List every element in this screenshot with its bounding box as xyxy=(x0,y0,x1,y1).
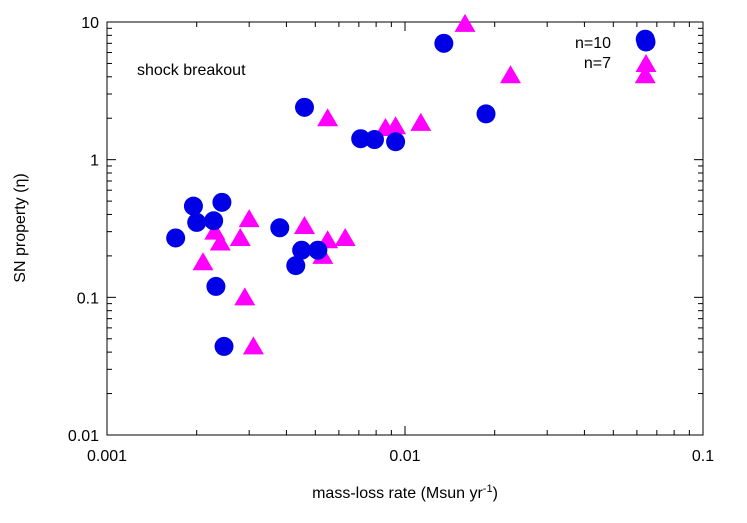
data-point-triangle xyxy=(238,209,260,228)
data-point-triangle xyxy=(334,227,356,246)
x-axis-label: mass-loss rate (Msun yr-1) xyxy=(312,483,498,502)
data-point-circle xyxy=(183,196,203,216)
axis-ticks xyxy=(106,21,704,436)
data-point-circle xyxy=(434,33,454,53)
x-axis-label-suffix: ) xyxy=(493,485,498,502)
data-point-triangle xyxy=(242,336,264,355)
data-point-triangle xyxy=(500,65,522,84)
data-point-circle xyxy=(270,218,290,238)
data-point-triangle xyxy=(410,112,432,131)
axis-tick-labels: 0.001 0.01 0.1 0.01 0.1 1 10 xyxy=(68,15,714,465)
data-point-circle xyxy=(286,256,306,276)
data-point-circle xyxy=(187,212,207,232)
data-point-circle xyxy=(476,104,496,124)
x-axis-label-text: mass-loss rate (Msun yr xyxy=(312,485,483,502)
data-point-circle xyxy=(204,211,224,231)
data-point-circle xyxy=(212,192,232,212)
data-point-circle xyxy=(206,276,226,296)
data-point-circle xyxy=(166,228,186,248)
data-point-circle xyxy=(308,240,328,260)
legend-label: n=10 xyxy=(575,35,611,52)
data-point-triangle xyxy=(294,215,316,234)
data-point-circle xyxy=(292,240,312,260)
y-tick-label: 0.01 xyxy=(68,428,99,445)
data-point-circle xyxy=(295,97,315,117)
y-axis-label-suffix: ) xyxy=(12,173,29,178)
x-tick-label: 0.001 xyxy=(87,448,127,465)
x-tick-label: 0.01 xyxy=(389,448,420,465)
y-tick-label: 1 xyxy=(90,153,99,170)
x-tick-label: 0.1 xyxy=(692,448,714,465)
data-point-circle xyxy=(364,130,384,150)
data-point-triangle xyxy=(317,108,339,127)
data-point-triangle xyxy=(385,116,407,135)
data-point-circle xyxy=(386,132,406,152)
data-point-triangle xyxy=(454,13,476,32)
y-tick-label: 0.1 xyxy=(77,290,99,307)
annotation-shock-breakout: shock breakout xyxy=(137,62,246,79)
data-point-triangle xyxy=(234,287,256,306)
data-point-circle xyxy=(351,129,371,149)
data-point-triangle xyxy=(209,232,231,251)
legend-marker-triangle xyxy=(635,54,657,72)
y-axis-label-text: SN property ( xyxy=(12,187,29,283)
data-point-triangle xyxy=(192,252,214,271)
y-axis-label-greek: η xyxy=(12,179,29,188)
legend-marker-circle xyxy=(636,32,656,52)
legend: n=10 n=7 xyxy=(575,32,657,72)
y-axis-label: SN property (η) xyxy=(12,173,29,282)
data-point-circle xyxy=(214,336,234,356)
x-axis-label-sup: -1 xyxy=(483,483,493,495)
legend-label: n=7 xyxy=(584,55,611,72)
data-point-triangle xyxy=(634,65,656,84)
y-tick-label: 10 xyxy=(81,15,99,32)
data-point-triangle xyxy=(229,227,251,246)
